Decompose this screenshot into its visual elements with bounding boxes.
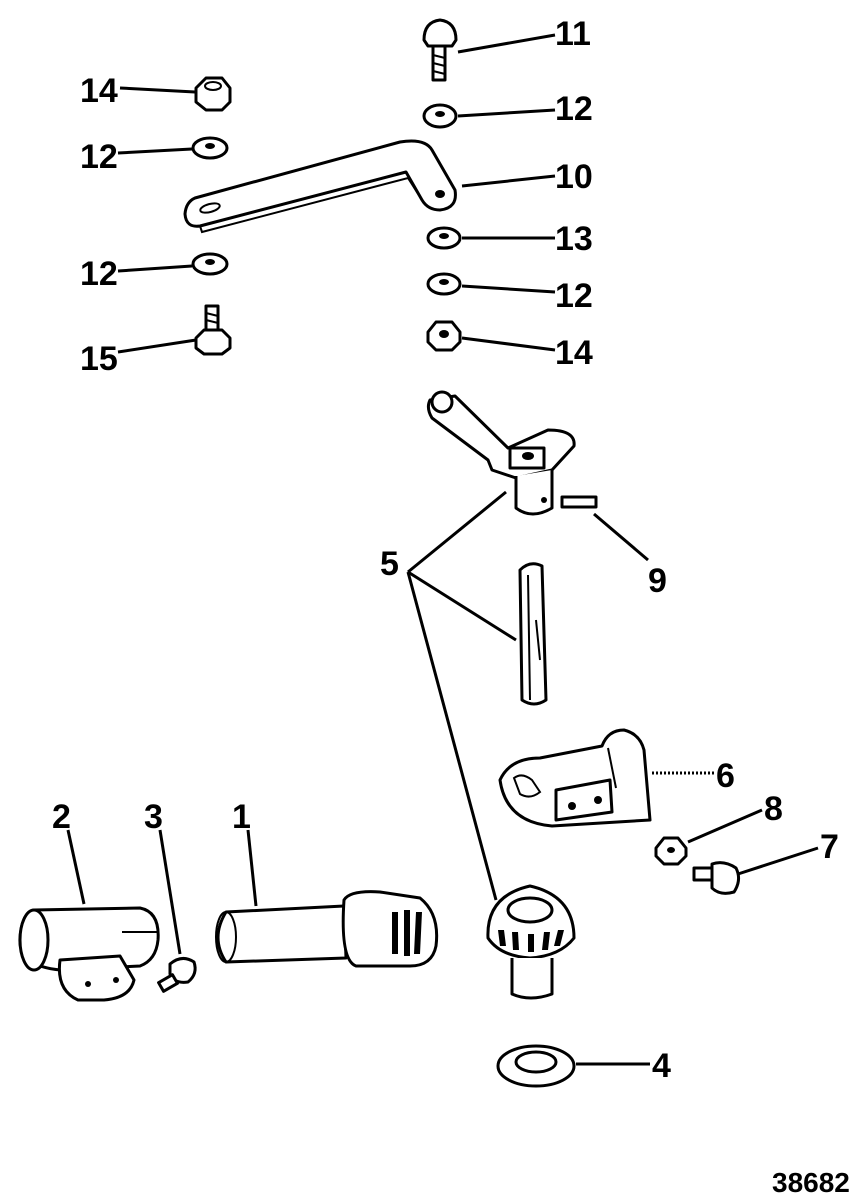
callout-12-right-top: 12 <box>555 90 593 128</box>
callout-2: 2 <box>52 798 71 836</box>
leader-14-top <box>119 86 196 94</box>
callout-6: 6 <box>716 757 735 795</box>
leader-2 <box>66 829 86 905</box>
screw-part-3 <box>157 957 197 993</box>
leader-1 <box>246 829 258 907</box>
shaft-part-5 <box>518 562 548 706</box>
key-part-9 <box>560 495 598 509</box>
leader-12-right-bottom <box>461 284 556 294</box>
yoke-bracket-part-5 <box>426 390 576 516</box>
leader-3 <box>158 829 182 955</box>
leader-10 <box>461 174 556 188</box>
callout-4: 4 <box>652 1047 671 1085</box>
leader-12-right-top <box>457 108 556 118</box>
leader-8 <box>687 808 763 844</box>
washer-part-12-left-top <box>191 136 229 160</box>
nut-part-14-right <box>426 320 462 352</box>
nut-part-8 <box>654 836 688 866</box>
leader-9 <box>593 512 649 562</box>
callout-5: 5 <box>380 545 399 583</box>
leader-14-right <box>461 336 556 352</box>
callout-12-right-bottom: 12 <box>555 277 593 315</box>
callout-10: 10 <box>555 158 593 196</box>
washer-part-12-right-top <box>422 103 458 129</box>
callout-12-left-top: 12 <box>80 138 118 176</box>
callout-3: 3 <box>144 798 163 836</box>
leader-12-left-top <box>117 147 193 155</box>
callout-9: 9 <box>648 562 667 600</box>
callout-7: 7 <box>820 828 839 866</box>
housing-part-2 <box>18 906 160 1002</box>
callout-14-right: 14 <box>555 334 593 372</box>
tube-part-1 <box>215 890 439 968</box>
leader-15 <box>117 338 197 354</box>
leader-5-to-shaft <box>407 570 517 642</box>
bracket-part-6 <box>498 728 652 828</box>
leader-5-to-knob <box>406 571 498 901</box>
knob-part-5 <box>486 884 576 1000</box>
callout-14-top: 14 <box>80 72 118 110</box>
washer-part-13 <box>426 226 462 250</box>
callout-15: 15 <box>80 340 118 378</box>
washer-part-12-right-bottom <box>426 272 462 296</box>
washer-part-12-left-bottom <box>191 252 229 276</box>
callout-11: 11 <box>555 15 591 53</box>
nut-part-14-top <box>194 76 232 112</box>
figure-number: 38682 <box>772 1167 850 1198</box>
link-arm-part-10 <box>183 139 457 234</box>
leader-12-left-bottom <box>117 264 193 273</box>
callout-13: 13 <box>555 220 593 258</box>
ring-part-4 <box>496 1044 576 1088</box>
screw-part-7 <box>692 861 741 895</box>
callout-12-left-bottom: 12 <box>80 255 118 293</box>
leader-11 <box>457 33 556 54</box>
callout-1: 1 <box>232 798 251 836</box>
callout-8: 8 <box>764 790 783 828</box>
bolt-part-15 <box>194 304 232 356</box>
leader-7 <box>737 846 819 876</box>
leader-5-to-yoke <box>407 490 507 574</box>
bolt-part-11 <box>422 18 458 82</box>
